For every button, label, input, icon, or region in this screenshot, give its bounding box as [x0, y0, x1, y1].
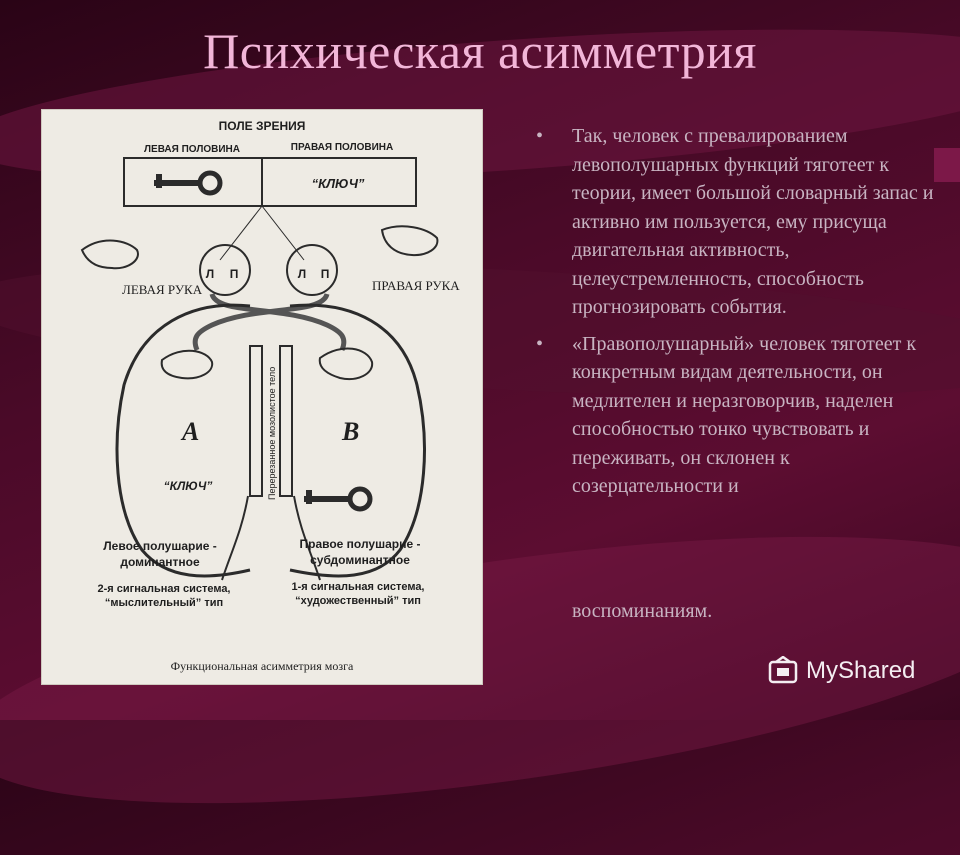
diagram-caption: Функциональная асимметрия мозга	[171, 659, 354, 673]
lower-key-word-label: “КЛЮЧ”	[164, 479, 213, 493]
bullet-list: Так, человек с превалированием левополуш…	[536, 122, 936, 509]
eye-label: П	[321, 267, 330, 281]
bullet-continuation: воспоминаниям.	[572, 600, 713, 622]
right-hemisphere-outline	[289, 303, 426, 578]
key-icon	[154, 170, 223, 196]
right-system-label: “художественный” тип	[295, 595, 421, 607]
watermark-text: MyShared	[806, 657, 916, 684]
right-eye	[286, 244, 338, 296]
bullet-item: «Правополушарный» человек тяготеет к кон…	[536, 330, 936, 501]
key-word-label: “КЛЮЧ”	[312, 176, 365, 191]
watermark: MyShared	[768, 656, 915, 686]
hemisphere-b-label: В	[341, 417, 359, 446]
left-system-label: 2-я сигнальная система,	[98, 583, 231, 595]
right-half-label: ПРАВАЯ ПОЛОВИНА	[291, 142, 393, 153]
right-inner-hand-icon	[318, 347, 374, 380]
right-hemisphere-label: Правое полушарие -	[300, 537, 421, 551]
left-inner-hand-icon	[160, 349, 214, 380]
eye-label: Л	[298, 267, 306, 281]
bullet-item: Так, человек с превалированием левополуш…	[536, 122, 936, 322]
left-hemisphere-label: доминантное	[120, 555, 200, 569]
left-eye	[199, 244, 251, 296]
right-hemisphere-label: субдоминантное	[310, 553, 410, 567]
left-hand-label: ЛЕВАЯ РУКА	[122, 282, 203, 297]
hemisphere-a-label: А	[180, 417, 199, 446]
lower-key-icon	[304, 486, 373, 512]
edge-decoration	[934, 148, 960, 182]
right-hand-label: ПРАВАЯ РУКА	[372, 278, 460, 293]
myshared-logo-icon	[768, 656, 798, 684]
vision-field-title: ПОЛЕ ЗРЕНИЯ	[219, 119, 306, 133]
brain-asymmetry-diagram: ПОЛЕ ЗРЕНИЯ ЛЕВАЯ ПОЛОВИНА ПРАВАЯ ПОЛОВИ…	[42, 110, 482, 684]
diagram-svg: ПОЛЕ ЗРЕНИЯ ЛЕВАЯ ПОЛОВИНА ПРАВАЯ ПОЛОВИ…	[80, 119, 460, 673]
slide-title: Психическая асимметрия	[203, 23, 757, 79]
eye-label: Л	[206, 267, 214, 281]
callosum-label: Перерезанное мозолистое тело	[267, 367, 277, 500]
right-hand-icon	[380, 225, 439, 257]
vision-field-box	[123, 157, 417, 207]
left-hand-icon	[80, 239, 139, 270]
left-system-label: “мыслительный” тип	[105, 597, 223, 609]
left-half-label: ЛЕВАЯ ПОЛОВИНА	[144, 144, 240, 155]
right-system-label: 1-я сигнальная система,	[292, 581, 425, 593]
left-hemisphere-label: Левое полушарие -	[103, 539, 216, 553]
left-hemisphere-outline	[115, 303, 251, 578]
eye-label: П	[230, 267, 239, 281]
